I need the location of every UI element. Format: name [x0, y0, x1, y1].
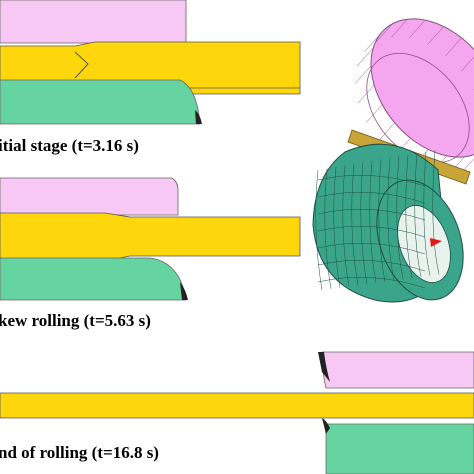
mesh-line — [387, 157, 395, 281]
mesh-line — [354, 65, 372, 84]
mesh-line — [408, 19, 426, 39]
stage-skew-panel: kew rolling (t=5.63 s) — [0, 177, 301, 330]
lower-roll-corner — [195, 110, 202, 124]
mesh-line — [396, 156, 404, 280]
upper-roll-corner — [318, 352, 330, 382]
upper-roll-section — [0, 177, 179, 216]
mesh-line — [423, 151, 431, 276]
mesh-line — [463, 158, 474, 171]
mesh-line — [333, 166, 341, 288]
lower-roll-corner — [322, 418, 330, 434]
mesh-line — [364, 33, 381, 53]
workpiece-bar — [0, 392, 474, 419]
mesh-line — [391, 19, 408, 38]
mesh-line — [461, 56, 474, 72]
mesh-line — [360, 162, 368, 285]
lower-roll-corner — [180, 282, 188, 300]
mesh-line — [414, 153, 422, 277]
lower-roll-section — [325, 423, 474, 474]
caption-stage-skew: kew rolling (t=5.63 s) — [0, 311, 151, 330]
upper-roll-section — [0, 0, 187, 44]
mesh-line — [369, 160, 377, 283]
mesh-line — [378, 122, 395, 141]
caption-stage-initial: itial stage (t=3.16 s) — [0, 136, 139, 155]
center-point — [423, 254, 427, 258]
lower-roll-3d — [312, 143, 464, 303]
upper-roll-3d — [354, 18, 474, 175]
mesh-line — [317, 174, 426, 187]
mesh-line — [317, 242, 426, 255]
upper-roll-section — [321, 351, 474, 389]
mesh-line — [317, 259, 426, 272]
workpiece-neck — [74, 51, 89, 79]
mesh-line — [378, 159, 386, 282]
mesh-line — [351, 163, 359, 286]
mesh-line — [317, 191, 426, 204]
mesh-line — [366, 104, 383, 123]
mesh-line — [357, 84, 375, 104]
contact-marker — [430, 238, 442, 247]
mesh-line — [432, 150, 440, 275]
workpiece-bar — [0, 212, 301, 262]
lower-roll-section — [0, 79, 201, 125]
mesh-line — [427, 26, 444, 45]
rolling-3d-view — [312, 18, 474, 303]
caption-stage-end: nd of rolling (t=16.8 s) — [0, 443, 159, 462]
lower-roll-section — [0, 257, 187, 301]
mesh-line — [356, 48, 374, 67]
mesh-line — [375, 23, 393, 43]
mesh-line — [445, 37, 462, 56]
mesh-line — [315, 169, 323, 291]
mesh-line — [405, 154, 413, 279]
mesh-line — [317, 225, 426, 238]
mesh-line — [342, 165, 350, 287]
mesh-line — [317, 276, 426, 289]
stage-initial-panel: itial stage (t=3.16 s) — [0, 0, 301, 155]
mesh-line — [317, 208, 426, 221]
stage-end-panel: nd of rolling (t=16.8 s) — [0, 351, 474, 474]
